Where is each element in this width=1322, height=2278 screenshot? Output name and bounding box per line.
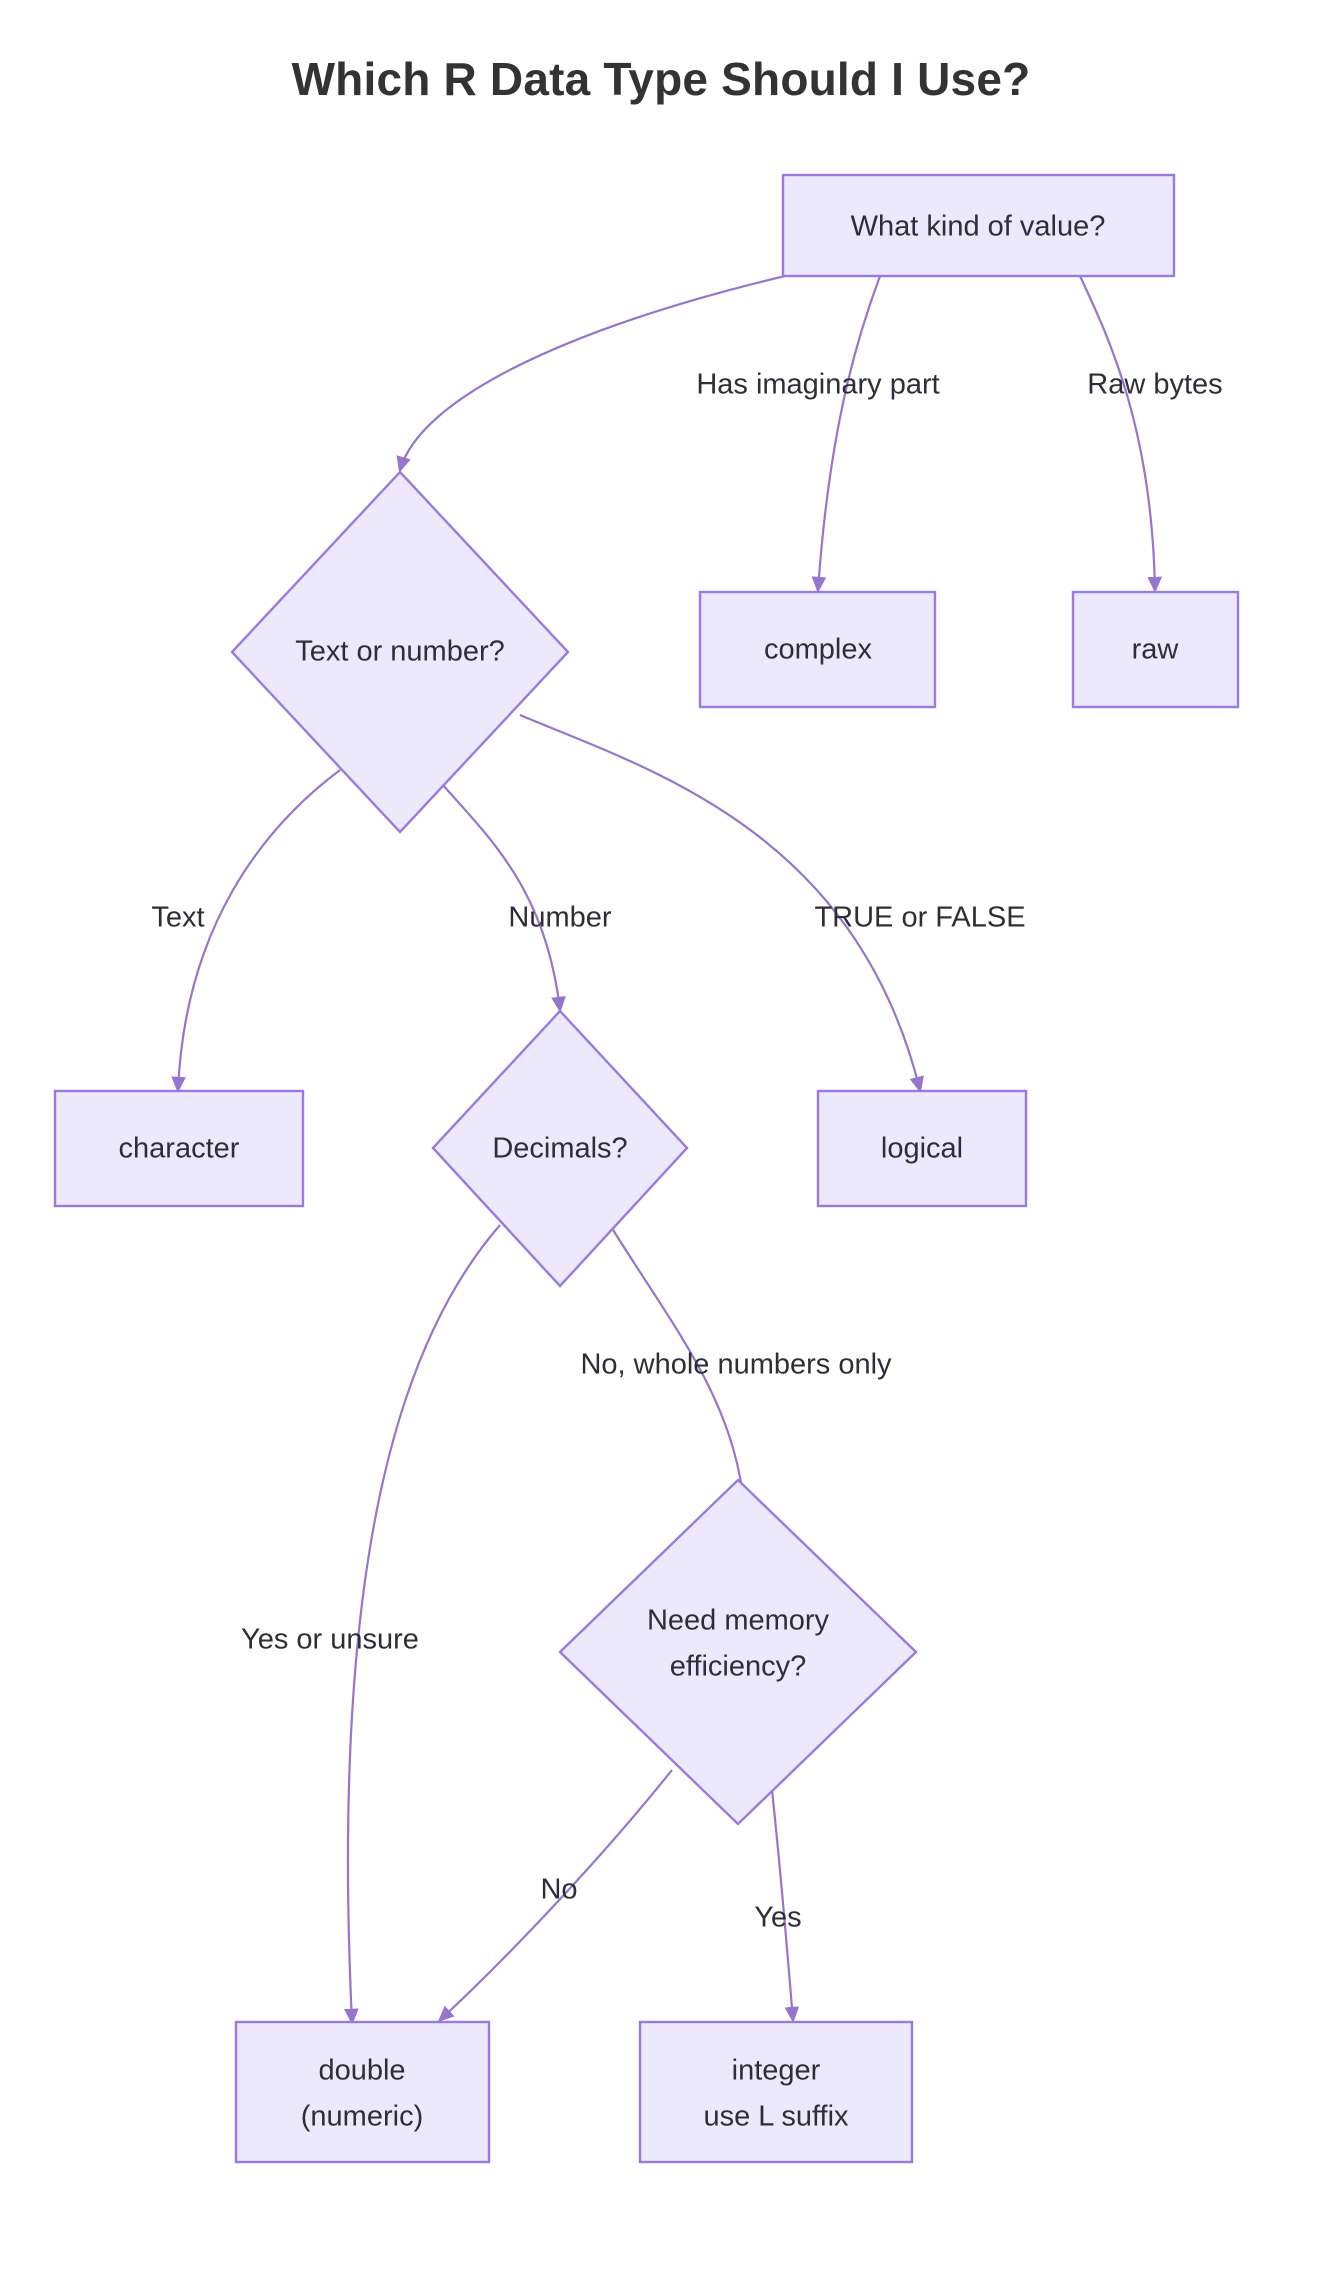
node-label-integer-line2: use L suffix (703, 2101, 849, 2133)
edge-label-true-or-false: TRUE or FALSE (814, 902, 1025, 934)
edge-decimals-to-memory (609, 1224, 752, 1515)
edge-start-to-complex (811, 275, 882, 593)
edge-start-to-raw (1079, 275, 1163, 593)
edge-start-to-textnum (396, 274, 786, 473)
edge-label-number: Number (508, 902, 611, 934)
edges-layer (171, 274, 1163, 2025)
node-integer[interactable]: integer use L suffix (638, 2020, 914, 2164)
node-label-start: What kind of value? (851, 211, 1106, 243)
node-label-memory-line1: Need memory (647, 1605, 830, 1637)
node-shape-diamond[interactable] (431, 1009, 689, 1288)
node-label-character: character (119, 1133, 240, 1165)
node-shape-rect[interactable] (53, 1089, 305, 1208)
node-character[interactable]: character (53, 1089, 305, 1208)
node-label-decimals: Decimals? (492, 1133, 627, 1165)
node-shape-rect[interactable] (234, 2020, 491, 2164)
node-label-integer-line1: integer (732, 2055, 821, 2087)
edge-memory-to-integer (768, 1771, 800, 2023)
node-decimals[interactable]: Decimals? (431, 1009, 689, 1288)
node-shape-rect[interactable] (1071, 590, 1240, 709)
edge-label-text: Text (151, 902, 204, 934)
node-double-numeric[interactable]: double (numeric) (234, 2020, 491, 2164)
node-shape-diamond[interactable] (230, 470, 570, 834)
edge-labels-layer: Has imaginary part Raw bytes Text Number… (151, 369, 1222, 1934)
edge-label-yes: Yes (754, 1902, 801, 1934)
node-need-memory-efficiency[interactable]: Need memory efficiency? (558, 1478, 918, 1826)
node-raw[interactable]: raw (1071, 590, 1240, 709)
node-shape-rect[interactable] (638, 2020, 914, 2164)
node-logical[interactable]: logical (816, 1089, 1028, 1208)
node-label-textnum: Text or number? (295, 636, 505, 668)
edge-label-yes-or-unsure: Yes or unsure (241, 1624, 419, 1656)
edge-label-no-whole-numbers-only: No, whole numbers only (580, 1349, 892, 1381)
edge-label-raw-bytes: Raw bytes (1087, 369, 1222, 401)
node-what-kind-of-value[interactable]: What kind of value? (781, 173, 1176, 278)
node-shape-diamond[interactable] (558, 1478, 918, 1826)
edge-label-has-imaginary-part: Has imaginary part (696, 369, 939, 401)
page-title: Which R Data Type Should I Use? (291, 53, 1031, 105)
edge-memory-to-double (437, 1769, 673, 2022)
node-label-raw: raw (1132, 634, 1180, 666)
node-shape-rect[interactable] (781, 173, 1176, 278)
node-text-or-number[interactable]: Text or number? (230, 470, 570, 834)
node-label-logical: logical (881, 1133, 963, 1165)
edge-label-no: No (540, 1874, 577, 1906)
node-shape-rect[interactable] (698, 590, 937, 709)
edge-textnum-to-logical (519, 713, 924, 1093)
node-label-double-line2: (numeric) (301, 2101, 423, 2133)
edge-textnum-to-decimals (429, 769, 566, 1013)
node-label-complex: complex (764, 634, 872, 666)
edge-textnum-to-character (171, 769, 341, 1093)
node-label-memory-line2: efficiency? (670, 1651, 807, 1683)
node-label-double-line1: double (318, 2055, 405, 2087)
node-shape-rect[interactable] (816, 1089, 1028, 1208)
edge-decimals-to-double (344, 1224, 501, 2025)
node-complex[interactable]: complex (698, 590, 937, 709)
